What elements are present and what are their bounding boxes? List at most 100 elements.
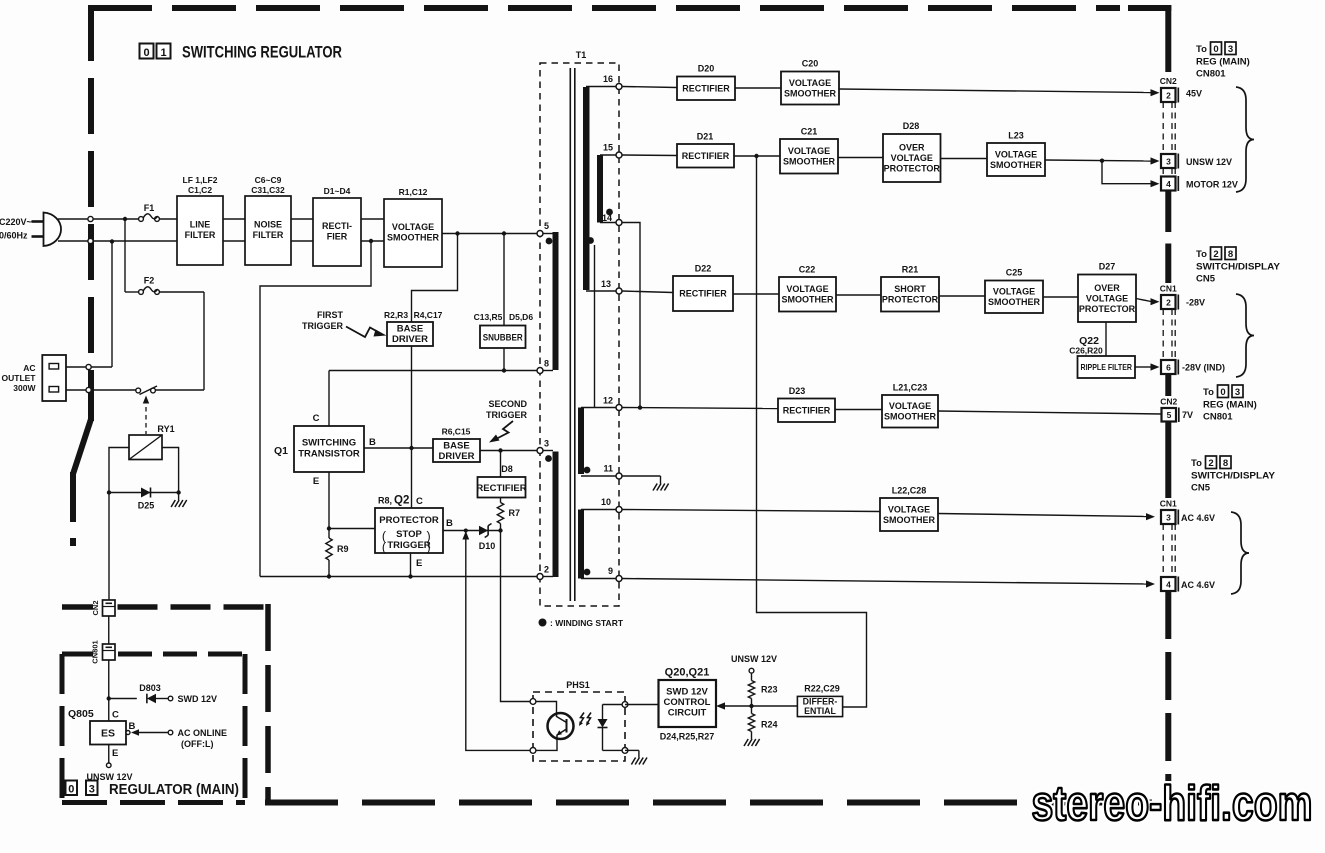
svg-text:AC: AC	[23, 363, 35, 373]
svg-text:): )	[427, 541, 431, 555]
svg-text:B: B	[129, 721, 136, 732]
svg-text:VOLTAGE: VOLTAGE	[891, 153, 933, 163]
svg-text:2: 2	[1166, 90, 1171, 100]
svg-text:PROTECTOR: PROTECTOR	[884, 164, 941, 174]
svg-text:D28: D28	[903, 121, 920, 131]
svg-text:C25: C25	[1006, 268, 1023, 278]
svg-text:CN801: CN801	[91, 640, 100, 663]
svg-text:15: 15	[603, 143, 613, 153]
svg-text:9: 9	[608, 566, 613, 576]
svg-text:C21: C21	[801, 127, 818, 137]
svg-text:D27: D27	[1099, 262, 1116, 272]
svg-text:E: E	[313, 476, 319, 487]
svg-text:DRIVER: DRIVER	[392, 334, 428, 345]
svg-text:D10: D10	[479, 541, 496, 551]
svg-text:R1,C12: R1,C12	[399, 187, 428, 197]
svg-text:SNUBBER: SNUBBER	[483, 333, 523, 343]
svg-text:FILTER: FILTER	[253, 230, 284, 240]
svg-text:TRIGGER: TRIGGER	[486, 410, 528, 420]
svg-text:R2,R3: R2,R3	[384, 310, 408, 320]
svg-text:Q2: Q2	[394, 495, 409, 507]
svg-text:BASE: BASE	[443, 441, 469, 452]
svg-text:LINE: LINE	[190, 219, 211, 229]
svg-text:RECTI-: RECTI-	[322, 221, 352, 231]
svg-text:AC ONLINE: AC ONLINE	[178, 728, 228, 738]
svg-text:CIRCUIT: CIRCUIT	[668, 708, 707, 719]
svg-text:13: 13	[601, 279, 611, 289]
svg-text:R7: R7	[509, 508, 521, 518]
svg-text:E: E	[416, 558, 422, 569]
svg-text:R6,C15: R6,C15	[442, 427, 471, 437]
svg-text:CN1: CN1	[1160, 499, 1177, 509]
svg-text:(: (	[382, 530, 387, 544]
svg-text:C220V~: C220V~	[0, 217, 32, 227]
svg-text:CN2: CN2	[1160, 397, 1177, 407]
svg-text:SMOOTHER: SMOOTHER	[781, 295, 834, 305]
svg-text:45V: 45V	[1186, 89, 1202, 99]
svg-text:STOP: STOP	[396, 529, 422, 540]
svg-text:0: 0	[143, 47, 149, 59]
svg-text:0/60Hz: 0/60Hz	[0, 231, 28, 241]
svg-text:To: To	[1196, 249, 1207, 260]
svg-text:D23: D23	[789, 386, 806, 396]
svg-text:CN801: CN801	[1203, 412, 1233, 423]
svg-text:OUTLET: OUTLET	[2, 373, 37, 383]
svg-text:PROTECTOR: PROTECTOR	[1079, 304, 1136, 314]
svg-text:4: 4	[1166, 179, 1171, 189]
svg-text:DRIVER: DRIVER	[439, 451, 475, 462]
svg-text:C31,C32: C31,C32	[251, 185, 285, 195]
svg-text:ES: ES	[101, 728, 115, 740]
svg-text:11: 11	[603, 464, 613, 474]
svg-text:7V: 7V	[1182, 410, 1193, 420]
svg-text:SWITCH/DISPLAY: SWITCH/DISPLAY	[1196, 262, 1281, 273]
svg-text:LF 1,LF2: LF 1,LF2	[183, 175, 218, 185]
svg-text:SMOOTHER: SMOOTHER	[783, 157, 836, 167]
svg-text:1: 1	[160, 47, 166, 59]
svg-text:CN801: CN801	[1196, 69, 1226, 80]
svg-text:SMOOTHER: SMOOTHER	[784, 88, 837, 98]
svg-text:6: 6	[1166, 362, 1171, 372]
svg-text:C: C	[112, 710, 119, 721]
svg-text:3: 3	[1166, 156, 1171, 166]
svg-text:(OFF:L): (OFF:L)	[181, 739, 213, 749]
svg-text:RECTIFIER: RECTIFIER	[679, 289, 727, 299]
svg-text:SWITCH/DISPLAY: SWITCH/DISPLAY	[1191, 471, 1276, 482]
svg-text:VOLTAGE: VOLTAGE	[889, 401, 931, 411]
svg-text:UNSW 12V: UNSW 12V	[87, 772, 133, 782]
svg-text:D8: D8	[501, 464, 513, 474]
svg-text:0: 0	[1213, 44, 1218, 55]
svg-text:SMOOTHER: SMOOTHER	[990, 160, 1043, 170]
svg-text:C6~C9: C6~C9	[255, 175, 282, 185]
svg-text:5: 5	[544, 221, 549, 231]
svg-text:stereo-hifi.com: stereo-hifi.com	[1032, 777, 1313, 831]
svg-text:CN1: CN1	[1160, 284, 1177, 294]
svg-text:2: 2	[1208, 458, 1213, 469]
svg-text:DIFFER-: DIFFER-	[803, 697, 838, 707]
svg-text:300W: 300W	[13, 383, 36, 393]
svg-text:NOISE: NOISE	[254, 219, 282, 229]
svg-text:R23: R23	[761, 685, 778, 695]
svg-text:RIPPLE FILTER: RIPPLE FILTER	[1081, 362, 1133, 372]
svg-text:stereo-hifi.com: stereo-hifi.com	[1032, 777, 1313, 831]
svg-text:SMOOTHER: SMOOTHER	[387, 232, 440, 242]
svg-text:MOTOR 12V: MOTOR 12V	[1186, 180, 1238, 190]
svg-text:FIRST: FIRST	[317, 310, 344, 320]
svg-text:VOLTAGE: VOLTAGE	[392, 222, 434, 232]
svg-text:SWD 12V: SWD 12V	[178, 694, 218, 704]
svg-text:UNSW 12V: UNSW 12V	[731, 654, 777, 664]
svg-text:SECOND: SECOND	[488, 399, 527, 409]
svg-text:C: C	[313, 413, 320, 424]
svg-text:SWITCHING: SWITCHING	[302, 438, 356, 449]
svg-text:3: 3	[89, 783, 95, 795]
svg-text:SMOOTHER: SMOOTHER	[988, 297, 1041, 307]
svg-text:VOLTAGE: VOLTAGE	[993, 287, 1035, 297]
svg-text:4: 4	[1166, 579, 1171, 589]
svg-text:CN5: CN5	[1196, 274, 1216, 285]
svg-text:SWD 12V: SWD 12V	[666, 687, 708, 698]
svg-text:TRIGGER: TRIGGER	[387, 540, 430, 551]
svg-text:CONTROL: CONTROL	[664, 697, 711, 708]
svg-text:D1~D4: D1~D4	[324, 186, 351, 196]
svg-text:REG (MAIN): REG (MAIN)	[1196, 57, 1250, 68]
svg-text:FIER: FIER	[327, 231, 348, 241]
svg-text:R4,C17: R4,C17	[414, 310, 443, 320]
